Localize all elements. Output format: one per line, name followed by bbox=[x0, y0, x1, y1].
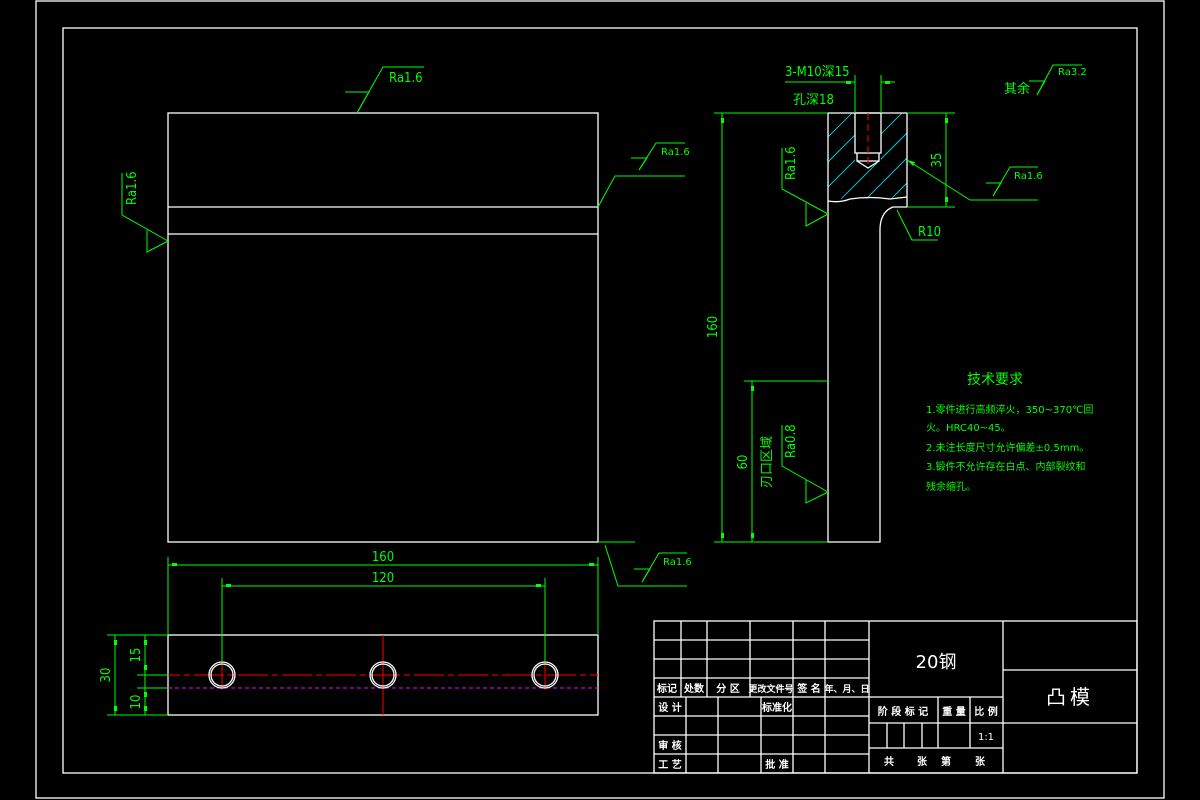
thread-spec-label: 3-M10深15 bbox=[785, 65, 850, 80]
sheet-number-label: 第 bbox=[941, 755, 951, 768]
roughness-symbol-other: 其余 Ra3.2 bbox=[1004, 64, 1087, 97]
stage-mark-label: 阶 段 标 记 bbox=[878, 705, 928, 718]
header-count: 处数 bbox=[683, 682, 705, 695]
approve-label: 批 准 bbox=[765, 758, 788, 771]
scale-label: 比 例 bbox=[974, 705, 997, 718]
threaded-hole-inner bbox=[533, 663, 557, 687]
threaded-hole bbox=[369, 661, 397, 689]
radius-label: R10 bbox=[918, 225, 941, 240]
roughness-symbol-head-right: Ra1.6 bbox=[906, 159, 1043, 201]
scale-value: 1:1 bbox=[978, 732, 994, 743]
edge-zone-label: 刃口区域 bbox=[760, 436, 775, 488]
roughness-symbol-edge: Ra0.8 bbox=[781, 424, 829, 504]
roughness-symbol-bottom: Ra1.6 bbox=[598, 541, 692, 587]
tech-requirement-line: 2.未注长度尺寸允许偏差±0.5mm。 bbox=[926, 441, 1089, 454]
roughness-label: Ra1.6 bbox=[1014, 171, 1043, 182]
process-label: 工 艺 bbox=[658, 758, 681, 771]
roughness-symbol-left: Ra1.6 bbox=[121, 171, 169, 253]
outer-border bbox=[35, 0, 1165, 799]
break-line bbox=[827, 196, 908, 203]
hole-depth-label: 孔深18 bbox=[793, 93, 834, 108]
roughness-symbol-right: Ra1.6 bbox=[597, 142, 690, 208]
tech-requirement-line: 1.零件进行高频淬火，350~370℃回 bbox=[926, 403, 1093, 416]
roughness-prefix: 其余 bbox=[1004, 81, 1030, 97]
tech-requirement-line: 3.锻件不允许存在白点、内部裂纹和 bbox=[926, 460, 1086, 473]
weight-label: 重 量 bbox=[942, 705, 965, 718]
standardization-label: 标准化 bbox=[761, 701, 792, 714]
roughness-symbol-top: Ra1.6 bbox=[345, 66, 424, 114]
side-view: 3-M10深15 孔深18 其余 Ra3.2 Ra1.6 Ra1.6 bbox=[706, 64, 1087, 543]
title-block: 标记 处数 分 区 更改文件号 签 名 年、月、日 设 计 标准化 审 核 工 … bbox=[653, 620, 1138, 774]
side-view-outline bbox=[827, 112, 908, 543]
review-label: 审 核 bbox=[658, 739, 681, 752]
dimension-label: 60 bbox=[736, 455, 751, 470]
threaded-hole-inner bbox=[371, 663, 395, 687]
dimension-label: 120 bbox=[372, 571, 394, 586]
front-view: Ra1.6 Ra1.6 Ra1.6 Ra1.6 bbox=[121, 66, 692, 587]
design-label: 设 计 bbox=[658, 701, 681, 714]
dimension-vertical: 30 15 10 bbox=[99, 634, 168, 716]
dimension-label: 10 bbox=[129, 695, 144, 710]
dimension-120: 120 bbox=[221, 571, 546, 662]
roughness-label: Ra1.6 bbox=[125, 171, 140, 205]
header-zone: 分 区 bbox=[716, 682, 739, 695]
roughness-label: Ra0.8 bbox=[784, 424, 799, 458]
front-view-outline bbox=[167, 112, 599, 543]
header-change-doc: 更改文件号 bbox=[748, 683, 793, 695]
dimension-60: 60 刃口区域 bbox=[736, 380, 828, 542]
technical-requirements: 技术要求 1.零件进行高频淬火，350~370℃回 火。HRC40~45。 2.… bbox=[926, 372, 1093, 493]
tech-requirements-title: 技术要求 bbox=[967, 372, 1023, 388]
dimension-160-vertical: 160 bbox=[706, 112, 828, 543]
inner-border bbox=[62, 27, 1138, 774]
threaded-hole-inner bbox=[210, 663, 234, 687]
roughness-label: Ra1.6 bbox=[663, 557, 692, 568]
roughness-label: Ra1.6 bbox=[784, 146, 799, 180]
dimension-label: 160 bbox=[372, 550, 394, 565]
dimension-label: 35 bbox=[930, 153, 945, 168]
tech-requirement-line: 残余缩孔。 bbox=[926, 480, 976, 493]
dimension-label: 15 bbox=[129, 648, 144, 663]
roughness-symbol-head-left: Ra1.6 bbox=[781, 146, 829, 227]
roughness-label: Ra3.2 bbox=[1058, 67, 1087, 78]
bottom-view: 160 120 30 15 10 bbox=[99, 550, 599, 716]
dimension-160: 160 bbox=[167, 550, 599, 635]
sheets-unit-label: 张 bbox=[917, 755, 928, 768]
sheet-unit-label: 张 bbox=[975, 755, 986, 768]
drawing-title: 凸模 bbox=[1046, 685, 1094, 709]
header-mark: 标记 bbox=[656, 682, 677, 695]
material-label: 20钢 bbox=[916, 652, 957, 673]
dimension-35: 35 bbox=[907, 112, 955, 208]
radius-annotation: R10 bbox=[896, 209, 941, 241]
dimension-label: 30 bbox=[99, 668, 114, 683]
dimension-label: 160 bbox=[706, 316, 721, 338]
section-hatch bbox=[828, 113, 907, 201]
sheets-total-label: 共 bbox=[884, 755, 894, 768]
header-date: 年、月、日 bbox=[824, 683, 869, 695]
roughness-label: Ra1.6 bbox=[661, 147, 690, 158]
tech-requirement-line: 火。HRC40~45。 bbox=[926, 422, 1011, 434]
thread-note: 3-M10深15 孔深18 bbox=[785, 65, 895, 113]
roughness-label: Ra1.6 bbox=[389, 71, 423, 86]
header-signature: 签 名 bbox=[796, 682, 820, 695]
